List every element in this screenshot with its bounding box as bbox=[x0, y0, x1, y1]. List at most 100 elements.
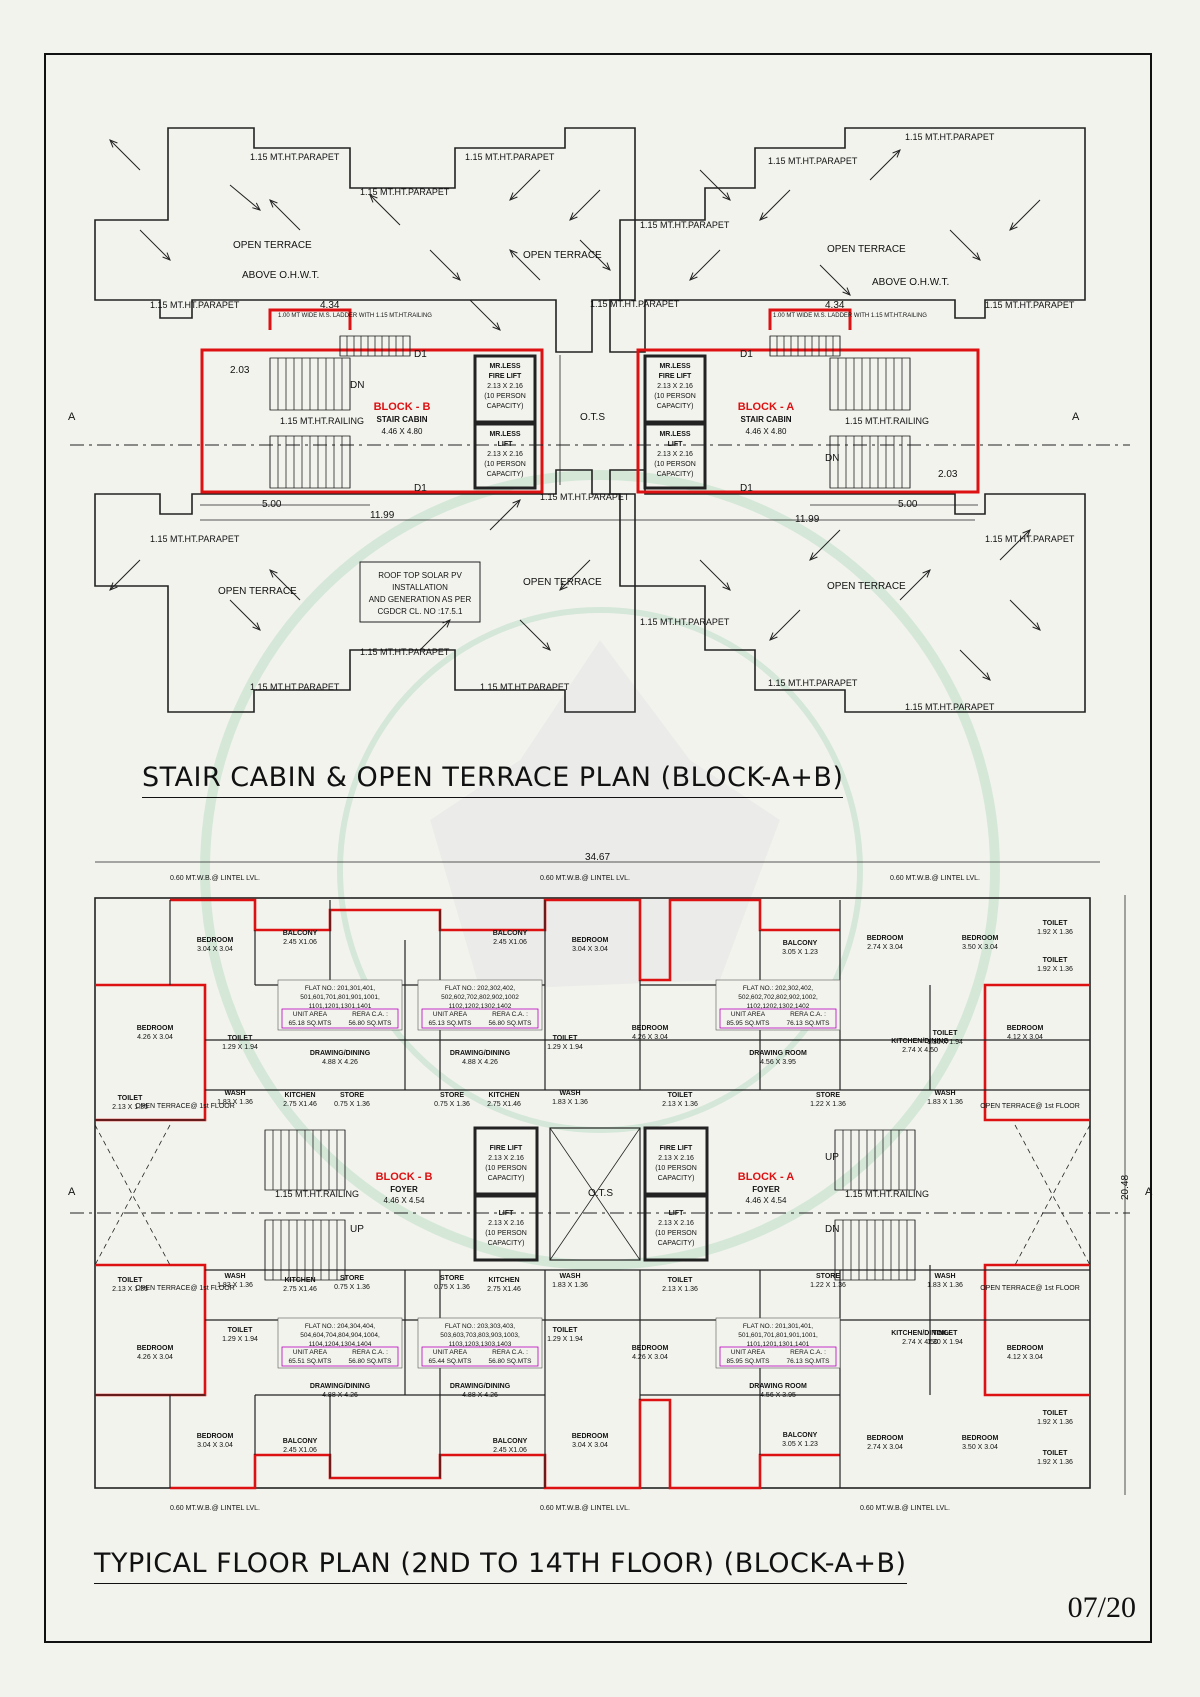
unit-area-label: UNIT AREA bbox=[433, 1011, 468, 1018]
room-size: 2.75 X1.46 bbox=[283, 1286, 317, 1293]
room-size: 1.29 X 1.94 bbox=[222, 1044, 258, 1051]
slope-arrowhead bbox=[109, 582, 118, 591]
room-label: TOILET bbox=[668, 1277, 693, 1284]
area-box bbox=[421, 1008, 539, 1029]
lift-label: CAPACITY) bbox=[488, 1240, 525, 1247]
railing-label: 1.15 MT.HT.RAILING bbox=[845, 416, 929, 426]
room-size: 2.13 X 1.36 bbox=[112, 1286, 148, 1293]
slope-arrowhead bbox=[512, 499, 521, 508]
parapet-label: 1.15 MT.HT.PARAPET bbox=[985, 300, 1075, 310]
room-label: DRAWING ROOM bbox=[749, 1050, 807, 1057]
slope-arrow bbox=[579, 239, 611, 271]
unit-area-value: 65.44 SQ.MTS bbox=[429, 1358, 473, 1365]
door-label: D1 bbox=[414, 349, 427, 360]
lift-label: LIFT bbox=[499, 1210, 514, 1217]
room-label: WASH bbox=[225, 1090, 246, 1097]
slope-arrowhead bbox=[1032, 622, 1041, 631]
open-terrace-label: OPEN TERRACE bbox=[523, 250, 602, 261]
fire-lift-shaft-a bbox=[643, 354, 707, 424]
flat-numbers: FLAT NO.: 202,302,402, bbox=[743, 985, 813, 992]
room-size: 4.12 X 3.04 bbox=[1007, 1354, 1043, 1361]
railing-label: 1.15 MT.HT.RAILING bbox=[280, 416, 364, 426]
rera-label: RERA C.A. : bbox=[352, 1011, 388, 1018]
flat-numbers: FLAT NO.: 201,301,401, bbox=[305, 985, 375, 992]
lift-label: CAPACITY) bbox=[658, 1240, 695, 1247]
lift-label: LIFT bbox=[669, 1210, 684, 1217]
room-label: TOILET bbox=[933, 1030, 958, 1037]
slope-arrowhead bbox=[162, 252, 171, 261]
room-label: KITCHEN/DINING bbox=[891, 1330, 949, 1337]
flat-table bbox=[277, 979, 403, 1031]
unit-area-label: UNIT AREA bbox=[731, 1349, 766, 1356]
unit-area-label: UNIT AREA bbox=[293, 1349, 328, 1356]
room-size: 0.75 X 1.36 bbox=[434, 1284, 470, 1291]
area-box bbox=[421, 1346, 539, 1367]
fire-lift-label: 2.13 X 2.16 bbox=[488, 1155, 524, 1162]
lintel-note: 0.60 MT.W.B.@ LINTEL LVL. bbox=[540, 875, 630, 882]
open-terrace-label: OPEN TERRACE bbox=[218, 586, 297, 597]
room-size: 0.75 X 1.36 bbox=[334, 1101, 370, 1108]
room-size: 1.83 X 1.36 bbox=[552, 1099, 588, 1106]
terrace-outline-block-b-bottom bbox=[94, 469, 636, 713]
slope-arrow bbox=[769, 609, 801, 641]
flat-numbers: 1103,1203,1303,1403 bbox=[449, 1341, 512, 1348]
solar-note-box bbox=[359, 561, 481, 623]
fire-lift-shaft-b bbox=[473, 1126, 539, 1196]
room-label: KITCHEN bbox=[488, 1277, 519, 1284]
room-size: 1.29 X 1.94 bbox=[547, 1336, 583, 1343]
slope-arrow bbox=[559, 559, 591, 591]
slope-arrowhead bbox=[842, 287, 851, 296]
lift-label: 2.13 X 2.16 bbox=[488, 1220, 524, 1227]
room-label: WASH bbox=[560, 1273, 581, 1280]
open-terrace-note: OPEN TERRACE@ 1st FLOOR bbox=[135, 1103, 235, 1110]
parapet-label: 1.15 MT.HT.PARAPET bbox=[250, 682, 340, 692]
fire-lift-label: FIRE LIFT bbox=[489, 373, 522, 380]
slope-arrow bbox=[489, 499, 521, 531]
fire-lift-shaft-b bbox=[473, 354, 537, 424]
slope-arrowhead bbox=[759, 212, 768, 221]
lintel-note: 0.60 MT.W.B.@ LINTEL LVL. bbox=[860, 1505, 950, 1512]
rera-value: 56.80 SQ.MTS bbox=[489, 1020, 533, 1027]
typical-floor-plan-title: TYPICAL FLOOR PLAN (2ND TO 14TH FLOOR) (… bbox=[94, 1548, 907, 1584]
foyer-label: FOYER bbox=[390, 1185, 418, 1194]
room-size: 4.12 X 3.04 bbox=[1007, 1034, 1043, 1041]
stair-cabin-label: STAIR CABIN bbox=[377, 415, 428, 424]
room-label: BEDROOM bbox=[137, 1345, 174, 1352]
slope-arrowhead bbox=[509, 249, 518, 258]
fire-lift-label: (10 PERSON bbox=[484, 393, 526, 400]
room-size: 2.45 X1.06 bbox=[493, 939, 527, 946]
fire-lift-label: 2.13 X 2.16 bbox=[487, 383, 523, 390]
slope-arrow bbox=[229, 599, 261, 631]
door-label: D1 bbox=[740, 483, 753, 494]
flat-numbers: 502,602,702,802,902,1002 bbox=[441, 994, 519, 1001]
room-label: WASH bbox=[935, 1090, 956, 1097]
slope-arrow bbox=[509, 249, 541, 281]
flat-numbers: 504,604,704,804,904,1004, bbox=[300, 1332, 380, 1339]
room-label: TOILET bbox=[1043, 1410, 1068, 1417]
room-size: 4.88 X 4.26 bbox=[462, 1392, 498, 1399]
stair-flight bbox=[264, 1129, 346, 1191]
slope-arrowhead bbox=[369, 194, 378, 203]
fire-lift-label: (10 PERSON bbox=[485, 1165, 527, 1172]
lift-shaft-a bbox=[643, 1194, 709, 1262]
room-size: 3.04 X 3.04 bbox=[572, 946, 608, 953]
slope-arrowhead bbox=[982, 672, 991, 681]
axis-label: A bbox=[1072, 411, 1080, 423]
room-size: 4.26 X 3.04 bbox=[137, 1034, 173, 1041]
room-label: DRAWING/DINING bbox=[310, 1383, 371, 1390]
area-box bbox=[719, 1346, 837, 1367]
unit-area-label: UNIT AREA bbox=[731, 1011, 766, 1018]
fire-lift-label: MR.LESS bbox=[489, 363, 520, 370]
unit-area-value: 85.95 SQ.MTS bbox=[727, 1020, 771, 1027]
above-ohwt-label: ABOVE O.H.W.T. bbox=[872, 277, 949, 288]
room-label: BALCONY bbox=[493, 930, 528, 937]
above-ohwt-label: ABOVE O.H.W.T. bbox=[242, 270, 319, 281]
lift-label: 2.13 X 2.16 bbox=[487, 451, 523, 458]
room-label: BALCONY bbox=[283, 930, 318, 937]
ladder-note: 1.00 MT WIDE M.S. LADDER WITH 1.15 MT.HT… bbox=[278, 313, 432, 319]
fire-lift-label: FIRE LIFT bbox=[660, 1145, 693, 1152]
axis-label: A bbox=[1145, 1186, 1153, 1198]
room-label: TOILET bbox=[118, 1095, 143, 1102]
dimension-label: 2.03 bbox=[230, 365, 250, 376]
room-size: 4.56 X 3.95 bbox=[760, 1059, 796, 1066]
